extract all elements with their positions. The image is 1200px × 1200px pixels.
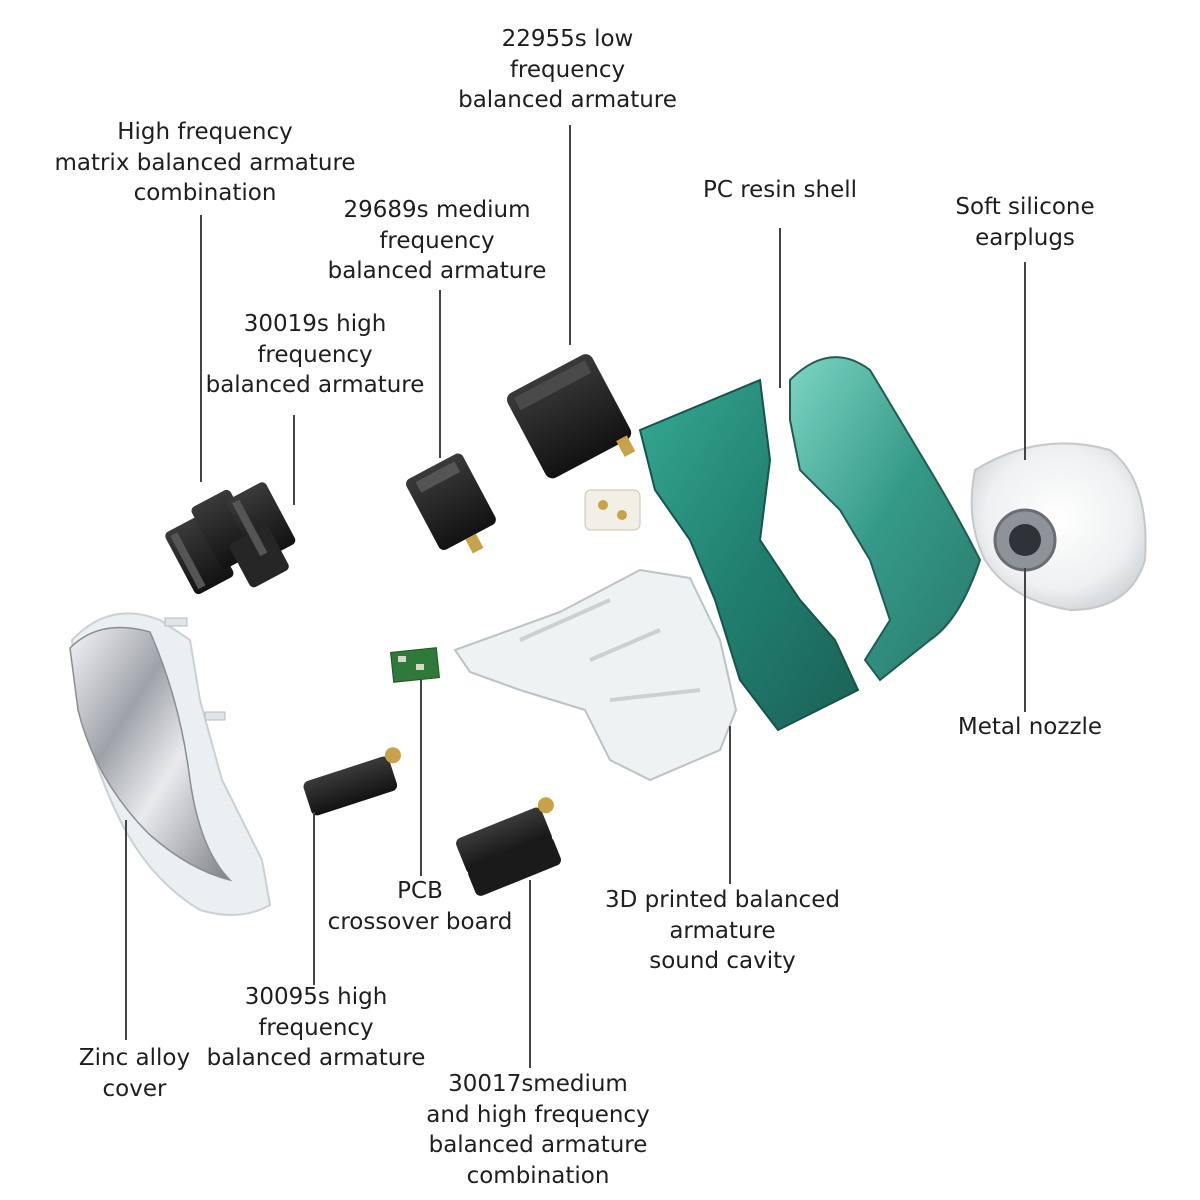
medium-frequency-balanced-armature — [406, 453, 496, 554]
label-zinc-alloy-cover: Zinc alloy cover — [78, 1045, 191, 1102]
nozzle-connector — [584, 489, 641, 531]
low-frequency-balanced-armature — [506, 354, 636, 479]
label-pc-resin-shell: PC resin shell — [702, 177, 858, 203]
label-22955s-low: 22955s low frequency balanced armature — [458, 26, 677, 113]
label-pcb-crossover-board: PCB crossover board — [327, 878, 513, 935]
matrix-balanced-armature-cluster — [165, 482, 296, 595]
label-soft-silicone-earplugs: Soft silicone earplugs — [955, 194, 1095, 251]
label-30095s-high: 30095s high frequency balanced armature — [206, 984, 426, 1071]
silicone-eartip — [970, 442, 1147, 612]
label-high-frequency-matrix: High frequency matrix balanced armature … — [54, 119, 356, 206]
high-frequency-balanced-armature-30095s — [303, 747, 401, 816]
label-30019s-high: 30019s high frequency balanced armature — [205, 311, 425, 398]
zinc-alloy-cover — [69, 612, 272, 916]
label-3d-printed-sound-cavity: 3D printed balanced armature sound cavit… — [605, 887, 840, 974]
label-29689s-medium: 29689s medium frequency balanced armatur… — [327, 197, 547, 284]
3d-printed-sound-cavity — [453, 568, 738, 782]
pcb-crossover-board — [390, 647, 440, 683]
pc-resin-shell — [638, 356, 982, 732]
label-metal-nozzle: Metal nozzle — [957, 714, 1103, 740]
label-30017s-medium-high: 30017smedium and high frequency balanced… — [426, 1071, 650, 1189]
medium-high-balanced-armature-combination — [456, 797, 561, 896]
